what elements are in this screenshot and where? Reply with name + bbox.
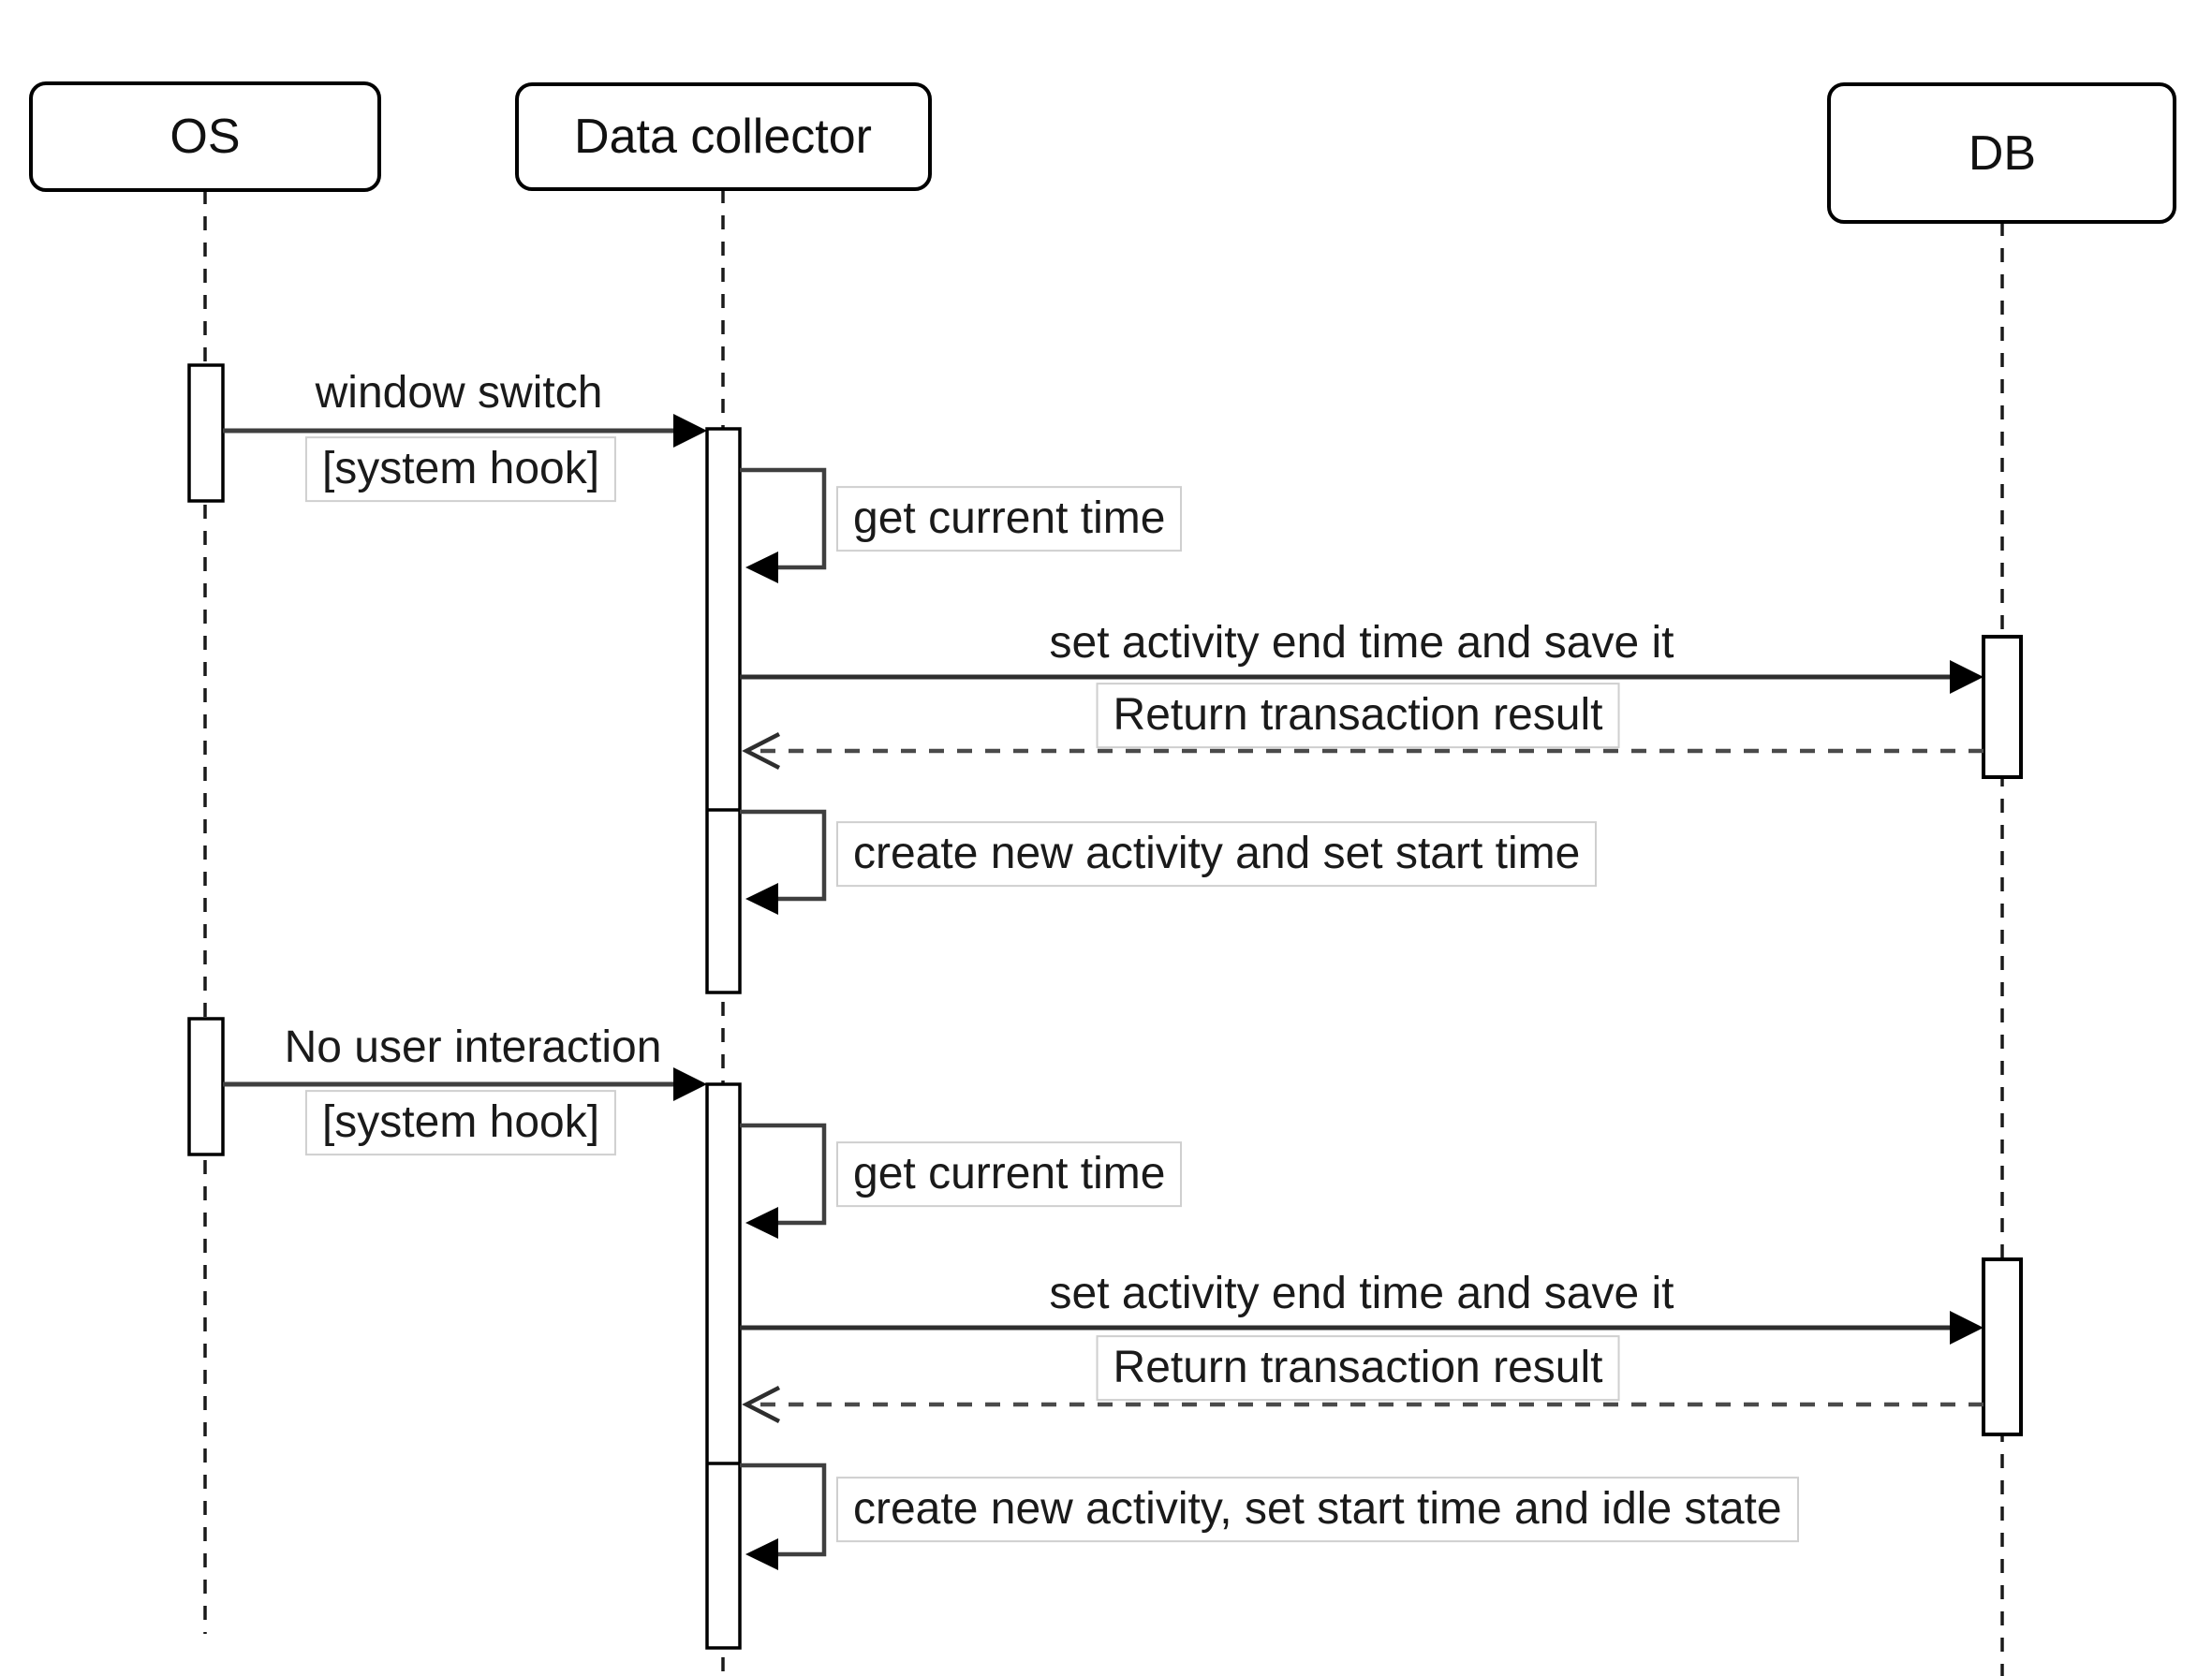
return-arrow-transaction-1-head	[742, 731, 781, 771]
return-arrow-transaction-2-head	[742, 1385, 781, 1424]
label-create-activity-1: create new activity and set start time	[836, 821, 1598, 887]
self-arrow-create-activity-2-line	[740, 1463, 827, 1557]
label-set-activity-end-1: set activity end time and save it	[1040, 615, 1684, 671]
label-no-user-interaction: No user interaction	[274, 1020, 671, 1076]
actor-box-db	[1827, 82, 2176, 224]
self-arrow-create-activity-1-line	[740, 809, 827, 902]
arrow-set-activity-end-1-head	[1950, 660, 1983, 694]
label-get-current-time-2: get current time	[836, 1141, 1183, 1207]
activation-os-1	[187, 363, 225, 503]
arrow-set-activity-end-2-head	[1950, 1311, 1983, 1345]
label-window-switch: window switch	[305, 365, 612, 421]
activation-db-1	[1982, 635, 2023, 779]
arrow-window-switch	[223, 414, 707, 448]
label-get-current-time-1: get current time	[836, 486, 1183, 551]
self-arrow-get-current-time-1	[740, 467, 827, 583]
self-arrow-get-current-time-2-line	[740, 1123, 827, 1226]
activation-os-2	[187, 1017, 225, 1156]
arrow-window-switch-head	[673, 414, 707, 448]
label-return-transaction-1: Return transaction result	[1096, 683, 1620, 748]
actor-label-db: DB	[1968, 126, 2037, 181]
self-arrow-create-activity-1-head	[745, 883, 778, 915]
self-arrow-get-current-time-1-line	[740, 467, 827, 570]
label-system-hook-1: [system hook]	[304, 436, 617, 502]
self-arrow-get-current-time-2	[740, 1123, 827, 1239]
label-set-activity-end-2: set activity end time and save it	[1040, 1266, 1684, 1322]
return-arrow-transaction-2	[742, 1385, 1983, 1424]
activation-data-collector-1	[705, 427, 742, 994]
arrow-no-user-interaction-head	[673, 1067, 707, 1101]
actor-label-data-collector: Data collector	[574, 110, 872, 164]
activation-data-collector-2	[705, 1082, 742, 1650]
arrow-set-activity-end-1	[740, 660, 1983, 694]
label-create-activity-2: create new activity, set start time and …	[836, 1477, 1799, 1542]
actor-box-os	[29, 81, 381, 192]
self-arrow-get-current-time-1-head	[745, 551, 778, 583]
label-return-transaction-2: Return transaction result	[1096, 1335, 1620, 1401]
self-arrow-create-activity-1	[740, 809, 827, 915]
actor-label-os: OS	[170, 110, 241, 164]
self-arrow-create-activity-2	[740, 1463, 827, 1570]
activation-db-2	[1982, 1257, 2023, 1436]
self-arrow-create-activity-2-head	[745, 1538, 778, 1570]
return-arrow-transaction-1	[742, 731, 1983, 771]
arrow-set-activity-end-2	[740, 1311, 1983, 1345]
arrow-no-user-interaction	[223, 1067, 707, 1101]
self-arrow-get-current-time-2-head	[745, 1207, 778, 1239]
label-system-hook-2: [system hook]	[304, 1090, 617, 1155]
actor-box-data-collector	[515, 82, 932, 191]
